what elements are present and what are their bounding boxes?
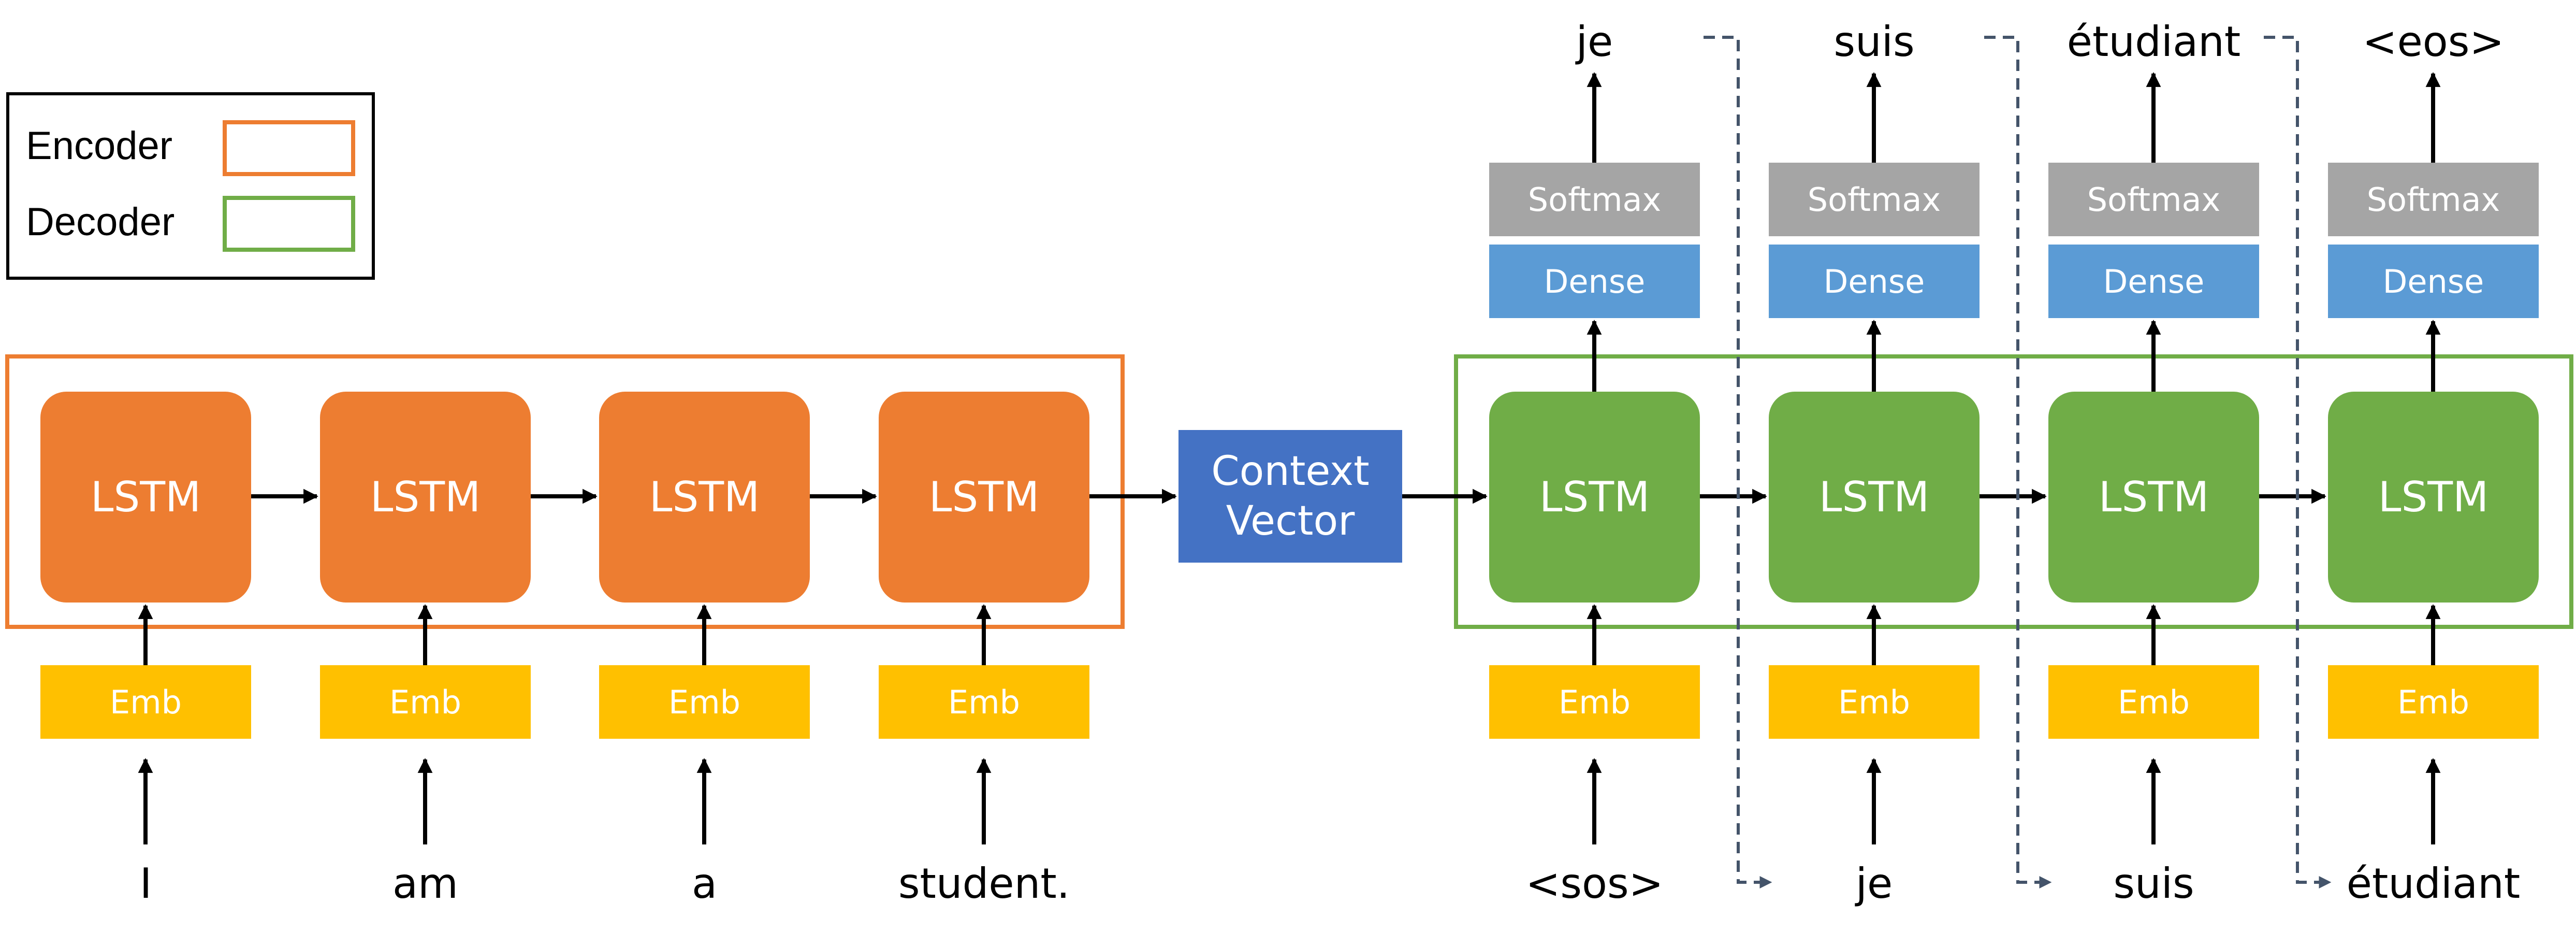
context-vector-line1: Context xyxy=(1211,448,1370,495)
softmax-layer: Softmax xyxy=(1769,163,1980,236)
feedback-dashed-arrow xyxy=(2264,36,2332,888)
decoder-lstm-cell: LSTM xyxy=(2048,392,2259,603)
encoder-embedding: Emb xyxy=(879,665,1089,739)
encoder-frame xyxy=(5,354,1125,629)
decoder-output-word: je xyxy=(1576,17,1613,66)
decoder-frame xyxy=(1454,354,2573,629)
legend-encoder-swatch xyxy=(223,120,355,176)
encoder-embedding: Emb xyxy=(599,665,810,739)
encoder-embedding: Emb xyxy=(320,665,531,739)
feedback-dashed-arrow xyxy=(1984,36,2052,888)
legend-decoder-label: Decoder xyxy=(26,200,175,244)
encoder-lstm-cell: LSTM xyxy=(599,392,810,603)
decoder-output-word: suis xyxy=(1833,17,1915,66)
decoder-input-word: suis xyxy=(2113,859,2194,908)
encoder-lstm-cell: LSTM xyxy=(40,392,251,603)
legend-decoder-swatch xyxy=(223,196,355,252)
decoder-lstm-cell: LSTM xyxy=(2328,392,2539,603)
encoder-lstm-cell: LSTM xyxy=(320,392,531,603)
decoder-lstm-cell: LSTM xyxy=(1769,392,1980,603)
softmax-layer: Softmax xyxy=(2328,163,2539,236)
feedback-dashed-arrow xyxy=(1704,36,1772,888)
decoder-embedding: Emb xyxy=(2048,665,2259,739)
legend-encoder-label: Encoder xyxy=(26,124,173,168)
decoder-embedding: Emb xyxy=(2328,665,2539,739)
encoder-lstm-cell: LSTM xyxy=(879,392,1089,603)
dense-layer: Dense xyxy=(1489,245,1700,318)
context-vector: Context Vector xyxy=(1178,430,1402,563)
encoder-input-word: a xyxy=(691,859,718,908)
decoder-lstm-cell: LSTM xyxy=(1489,392,1700,603)
encoder-input-word: student. xyxy=(898,859,1070,908)
softmax-layer: Softmax xyxy=(2048,163,2259,236)
encoder-input-word: am xyxy=(392,859,458,908)
legend-box xyxy=(6,92,375,280)
decoder-embedding: Emb xyxy=(1489,665,1700,739)
decoder-input-word: étudiant xyxy=(2346,859,2521,908)
dense-layer: Dense xyxy=(2328,245,2539,318)
softmax-layer: Softmax xyxy=(1489,163,1700,236)
encoder-input-word: I xyxy=(139,859,152,908)
dense-layer: Dense xyxy=(1769,245,1980,318)
decoder-output-word: étudiant xyxy=(2066,17,2241,66)
decoder-input-word: je xyxy=(1855,859,1893,908)
dense-layer: Dense xyxy=(2048,245,2259,318)
decoder-embedding: Emb xyxy=(1769,665,1980,739)
decoder-input-word: <sos> xyxy=(1525,859,1664,908)
decoder-output-word: <eos> xyxy=(2362,17,2505,66)
context-vector-line2: Vector xyxy=(1226,498,1355,544)
encoder-embedding: Emb xyxy=(40,665,251,739)
